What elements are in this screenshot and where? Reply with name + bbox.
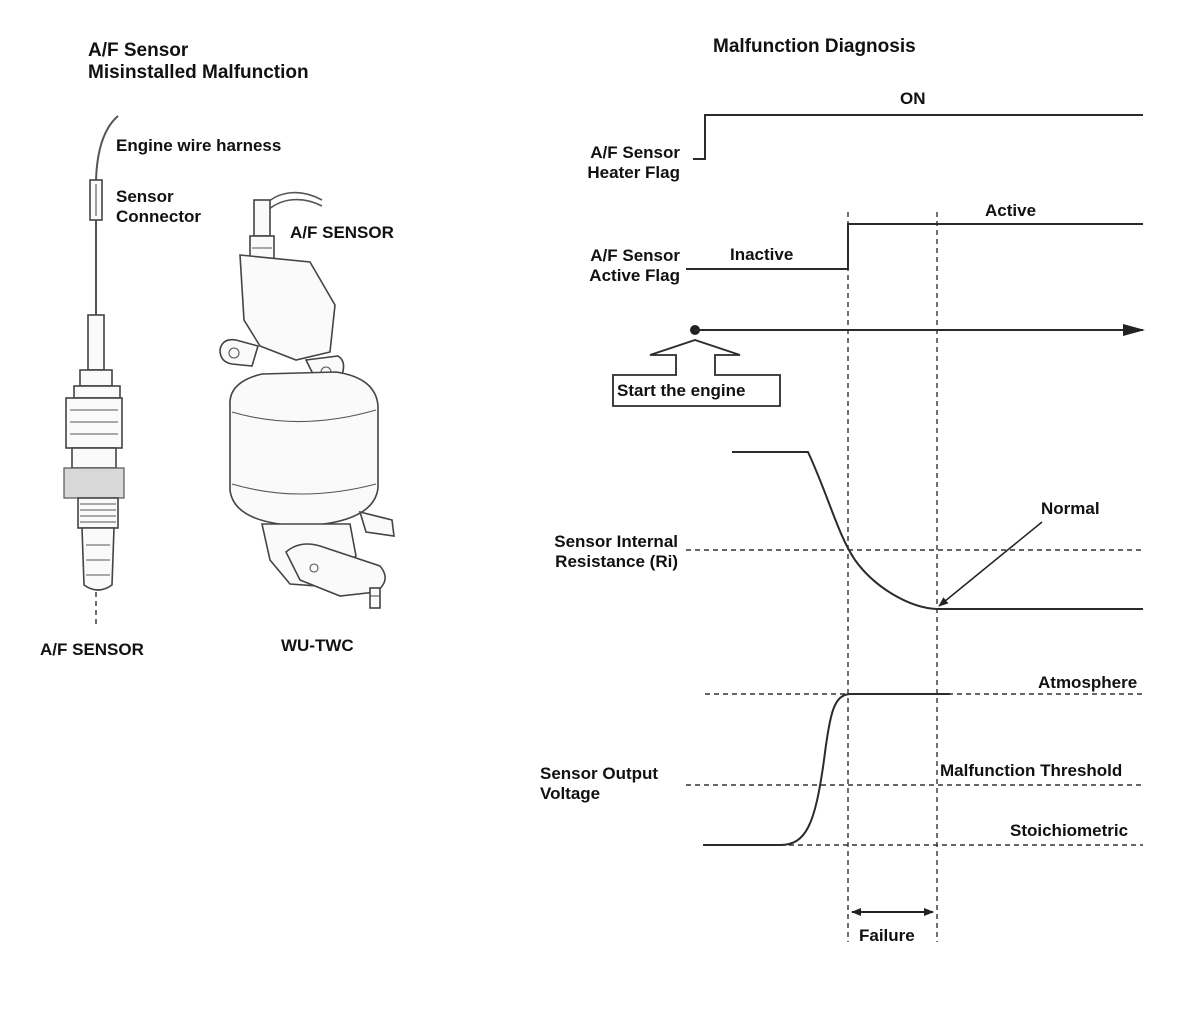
wu-twc-label: WU-TWC bbox=[281, 636, 354, 655]
active-flag-label-line1: A/F Sensor bbox=[590, 246, 680, 265]
af-sensor-on-twc-label: A/F SENSOR bbox=[290, 223, 394, 242]
sensor-connector-label-line1: Sensor bbox=[116, 187, 174, 206]
output-voltage-label-line1: Sensor Output bbox=[540, 764, 658, 783]
output-voltage-curve bbox=[703, 693, 950, 846]
failure-label: Failure bbox=[859, 926, 915, 945]
heater-on-label: ON bbox=[900, 89, 926, 108]
stoichiometric-label: Stoichiometric bbox=[1010, 821, 1128, 840]
heater-flag-trace bbox=[693, 114, 1143, 160]
normal-label: Normal bbox=[1041, 499, 1100, 518]
heater-flag-label-line1: A/F Sensor bbox=[590, 143, 680, 162]
active-flag-label-line2: Active Flag bbox=[589, 266, 680, 285]
malfunction-threshold-label: Malfunction Threshold bbox=[940, 761, 1122, 780]
right-title: Malfunction Diagnosis bbox=[713, 36, 916, 57]
left-title-line2: Misinstalled Malfunction bbox=[88, 62, 309, 83]
active-label: Active bbox=[985, 201, 1036, 220]
normal-pointer-arrow bbox=[938, 521, 1043, 607]
resistance-label-line2: Resistance (Ri) bbox=[555, 552, 678, 571]
heater-flag-label-line2: Heater Flag bbox=[587, 163, 680, 182]
left-panel: A/F Sensor Misinstalled Malfunction bbox=[40, 40, 395, 659]
af-sensor-drawing bbox=[63, 314, 125, 625]
active-flag-trace bbox=[686, 223, 1143, 270]
start-engine-label: Start the engine bbox=[617, 381, 745, 400]
sensor-connector-label-line2: Connector bbox=[116, 207, 201, 226]
left-title-line1: A/F Sensor bbox=[88, 40, 189, 61]
timing-diagram: Malfunction Diagnosis A/F Sensor Heater … bbox=[540, 36, 1145, 945]
resistance-curve bbox=[732, 451, 1143, 610]
atmosphere-label: Atmosphere bbox=[1038, 673, 1137, 692]
inactive-label: Inactive bbox=[730, 245, 793, 264]
engine-wire-harness-drawing bbox=[89, 115, 119, 315]
resistance-label-line1: Sensor Internal bbox=[554, 532, 678, 551]
af-sensor-bottom-label: A/F SENSOR bbox=[40, 640, 144, 659]
wu-twc-drawing bbox=[219, 191, 395, 609]
output-voltage-label-line2: Voltage bbox=[540, 784, 600, 803]
start-engine-callout bbox=[612, 339, 781, 407]
engine-wire-harness-label: Engine wire harness bbox=[116, 136, 281, 155]
